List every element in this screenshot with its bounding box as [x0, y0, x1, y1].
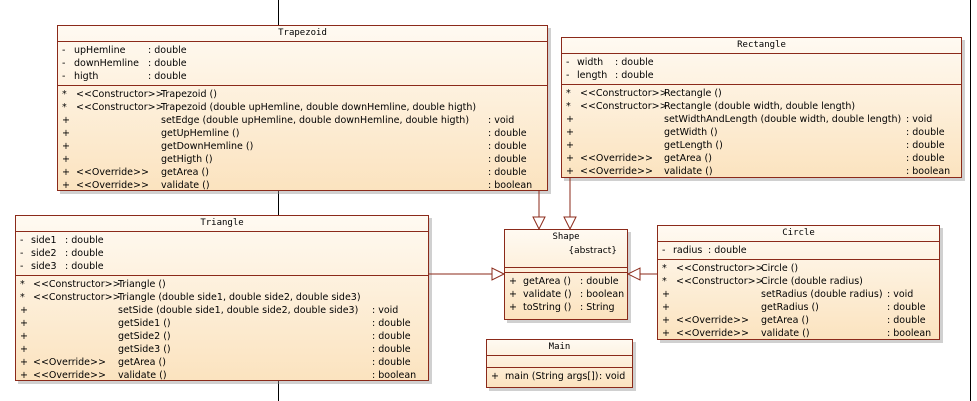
- method-row: +<<Override>>validate (): boolean: [566, 166, 951, 177]
- method-row: +getArea (): double: [509, 276, 619, 287]
- attributes-section: [505, 268, 627, 273]
- method-row: *<<Constructor>>Circle (double radius): [662, 276, 863, 287]
- method-row: *<<Constructor>>Trapezoid (double upHeml…: [62, 102, 477, 113]
- method-row: +getLength (): double: [566, 140, 945, 151]
- method-row: +main (String args[]): void: [491, 371, 626, 382]
- method-row: +setWidthAndLength (double width, double…: [566, 114, 933, 125]
- methods-section: *<<Constructor>>Circle () *<<Constructor…: [658, 260, 939, 342]
- method-row: +getHigth (): double: [62, 154, 527, 165]
- method-row: +validate (): boolean: [509, 289, 625, 300]
- method-row: +toString (): String: [509, 302, 615, 313]
- attribute-row: -side1: double: [20, 235, 104, 246]
- method-row: +getRadius (): double: [662, 302, 926, 313]
- attributes-section: -side1: double -side2: double -side3: do…: [16, 232, 428, 276]
- attribute-row: -side2: double: [20, 248, 104, 259]
- methods-section: +getArea (): double +validate (): boolea…: [505, 273, 627, 316]
- method-row: +<<Override>>getArea (): double: [662, 315, 926, 326]
- class-name: Trapezoid: [58, 26, 547, 42]
- class-circle[interactable]: Circle -radius: double *<<Constructor>>C…: [657, 225, 940, 340]
- method-row: +getUpHemline (): double: [62, 128, 527, 139]
- attributes-section: [487, 356, 632, 368]
- method-row: *<<Constructor>>Triangle (): [20, 279, 166, 290]
- page-divider-right: [970, 0, 971, 401]
- method-row: +setSide (double side1, double side2, do…: [20, 305, 399, 316]
- page-divider-bottom: [278, 381, 279, 401]
- attribute-row: -downHemline: double: [62, 58, 187, 69]
- class-shape[interactable]: Shape {abstract} +getArea (): double +va…: [504, 229, 628, 320]
- methods-section: +main (String args[]): void: [487, 368, 632, 385]
- attribute-row: -upHemline: double: [62, 45, 187, 56]
- method-row: *<<Constructor>>Triangle (double side1, …: [20, 292, 361, 303]
- methods-section: *<<Constructor>>Trapezoid () *<<Construc…: [58, 86, 547, 194]
- method-row: +setEdge (double upHemline, double downH…: [62, 115, 515, 126]
- class-rectangle[interactable]: Rectangle -width: double -length: double…: [561, 37, 962, 178]
- method-row: *<<Constructor>>Rectangle (double width,…: [566, 101, 856, 112]
- attribute-row: -width: double: [566, 57, 654, 68]
- method-row: +getSide1 (): double: [20, 318, 411, 329]
- method-row: *<<Constructor>>Trapezoid (): [62, 89, 217, 100]
- class-name: Main: [487, 340, 632, 356]
- method-row: +getDownHemline (): double: [62, 141, 527, 152]
- method-row: +<<Override>>getArea (): double: [566, 153, 945, 164]
- method-row: +getSide2 (): double: [20, 331, 411, 342]
- method-row: +getWidth (): double: [566, 127, 945, 138]
- methods-section: *<<Constructor>>Triangle () *<<Construct…: [16, 276, 428, 384]
- class-trapezoid[interactable]: Trapezoid -upHemline: double -downHemlin…: [57, 25, 548, 191]
- class-name: Shape: [552, 232, 580, 242]
- generalization-arrowhead: [532, 216, 546, 231]
- page-divider-top: [278, 0, 279, 26]
- method-row: *<<Constructor>>Rectangle (): [566, 88, 722, 99]
- method-row: +<<Override>>validate (): boolean: [662, 328, 932, 339]
- method-row: +<<Override>>getArea (): double: [62, 167, 527, 178]
- generalization-arrowhead: [563, 216, 577, 231]
- method-row: +<<Override>>validate (): boolean: [62, 180, 533, 191]
- attribute-row: -higth: double: [62, 71, 187, 82]
- attribute-row: -length: double: [566, 70, 654, 81]
- method-row: +<<Override>>validate (): boolean: [20, 370, 417, 381]
- class-triangle[interactable]: Triangle -side1: double -side2: double -…: [15, 215, 429, 381]
- method-row: +setRadius (double radius): void: [662, 289, 914, 300]
- page-divider-middle: [278, 190, 279, 216]
- class-name: Triangle: [16, 216, 428, 232]
- attributes-section: -radius: double: [658, 242, 939, 260]
- attribute-row: -radius: double: [662, 245, 747, 256]
- method-row: *<<Constructor>>Circle (): [662, 263, 799, 274]
- generalization-arrowhead: [491, 267, 506, 281]
- class-name: Circle: [658, 226, 939, 242]
- class-main[interactable]: Main +main (String args[]): void: [486, 339, 633, 388]
- method-row: +getSide3 (): double: [20, 344, 411, 355]
- attributes-section: -upHemline: double -downHemline: double …: [58, 42, 547, 86]
- method-row: +<<Override>>getArea (): double: [20, 357, 411, 368]
- attribute-row: -side3: double: [20, 261, 104, 272]
- attributes-section: -width: double -length: double: [562, 54, 961, 85]
- header-spacer: [505, 257, 627, 268]
- abstract-modifier: {abstract}: [568, 246, 617, 256]
- class-name: Rectangle: [562, 38, 961, 54]
- methods-section: *<<Constructor>>Rectangle () *<<Construc…: [562, 85, 961, 180]
- generalization-arrowhead: [626, 267, 641, 281]
